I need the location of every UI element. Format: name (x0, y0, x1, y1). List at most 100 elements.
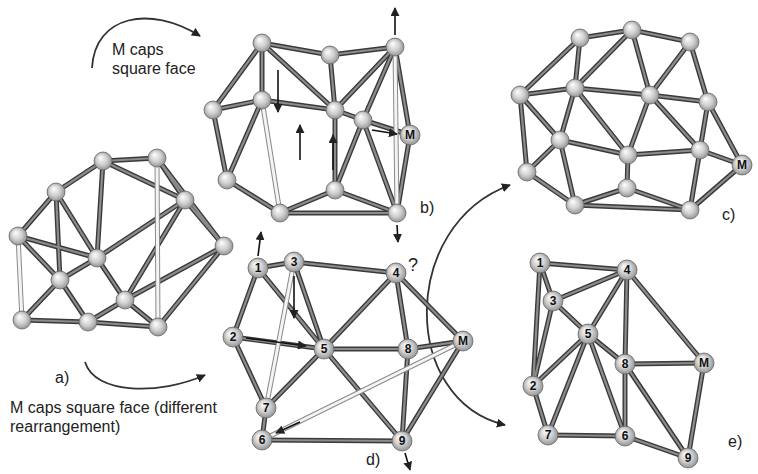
atom-sphere (694, 353, 714, 373)
bond-line (233, 337, 266, 408)
atom-sphere (623, 21, 641, 39)
bond-line (324, 273, 396, 349)
atom-sphere (530, 253, 550, 273)
atom-sphere (116, 291, 134, 309)
motion-arrow (246, 338, 306, 346)
bond-line (213, 110, 227, 180)
bond-line (588, 334, 625, 436)
atom-sphere (641, 86, 659, 104)
atom-sphere (13, 311, 31, 329)
atom-label: 7 (545, 429, 552, 441)
bond-line (628, 95, 650, 155)
bond-line (97, 161, 103, 258)
bond-line (334, 110, 336, 190)
bond-line (158, 246, 224, 327)
atom-label: 3 (550, 295, 557, 307)
bond-line (650, 95, 700, 150)
atom-label: 9 (685, 452, 692, 464)
bond-line (623, 364, 628, 436)
atom-sphere (566, 79, 584, 97)
atom-label: M (458, 335, 468, 347)
cluster-panel (9, 149, 233, 336)
transition-arrow (427, 185, 510, 425)
bond-line (520, 95, 527, 172)
atom-label: 9 (399, 435, 406, 447)
atom-sphere (386, 38, 404, 56)
atom-label: 4 (624, 264, 631, 276)
atom-sphere (615, 426, 635, 446)
atom-sphere (392, 431, 412, 451)
motion-arrow (276, 422, 300, 433)
atom-label: 2 (230, 331, 237, 343)
atom-sphere (223, 327, 243, 347)
atom-sphere (253, 91, 271, 109)
atom-sphere (256, 398, 276, 418)
atom-sphere (88, 249, 106, 267)
panel-label: a) (55, 368, 69, 387)
atom-sphere (543, 291, 563, 311)
bond-line (97, 200, 185, 258)
broken-bond (395, 47, 397, 213)
atom-sphere (149, 318, 167, 336)
bond-line (22, 320, 88, 322)
broken-bond (18, 236, 22, 320)
atom-label: 5 (585, 328, 592, 340)
motion-arrow (293, 276, 295, 318)
bond-line (688, 363, 704, 458)
atom-sphere (566, 196, 584, 214)
atom-sphere (518, 163, 536, 181)
bond-line (632, 30, 650, 95)
atom-label: 1 (255, 262, 262, 274)
motion-arrow (372, 130, 397, 134)
bond-line (628, 150, 700, 155)
atom-label: 5 (321, 343, 328, 355)
bond-line (625, 364, 688, 458)
bond-line (650, 95, 700, 150)
bond-line (88, 322, 158, 327)
bond-line (324, 273, 396, 349)
bond-line (625, 364, 688, 458)
broken-bond (262, 341, 463, 440)
bond-line (280, 212, 397, 214)
motion-arrow (258, 232, 261, 256)
bond-line (628, 95, 650, 155)
atom-sphere (326, 101, 344, 119)
atom-sphere (79, 313, 97, 331)
bond-line (294, 262, 396, 273)
bond-line (56, 192, 60, 280)
atom-label: M (737, 159, 747, 171)
bond-line (625, 270, 627, 364)
atom-sphere (732, 155, 752, 175)
motion-arrow (332, 135, 334, 170)
bond-line (262, 100, 335, 110)
bond-line (324, 347, 408, 352)
bond-line (262, 100, 335, 110)
broken-bond (262, 341, 463, 440)
broken-bond (18, 236, 22, 320)
atom-label: M (699, 357, 709, 369)
bond-line (553, 270, 627, 301)
bond-line (632, 30, 650, 95)
broken-bond (266, 262, 294, 408)
atom-label: 6 (259, 434, 266, 446)
bond-line (158, 246, 224, 327)
bond-line (363, 47, 395, 120)
bond-line (233, 268, 258, 337)
bond-line (575, 205, 690, 210)
panel-label: e) (728, 432, 742, 451)
bond-line (88, 322, 158, 327)
atom-sphere (51, 271, 69, 289)
atom-sphere (47, 183, 65, 201)
bond-line (97, 161, 103, 258)
broken-bond (157, 158, 158, 327)
atom-sphere (252, 430, 272, 450)
bond-line (688, 363, 704, 458)
broken-bond (157, 158, 158, 327)
atom-sphere (271, 204, 289, 222)
bond-line (533, 301, 553, 386)
atom-sphere (386, 263, 406, 283)
bond-line (588, 270, 627, 334)
atom-sphere (571, 29, 589, 47)
bond-line (402, 349, 408, 441)
motion-arrow (397, 225, 398, 242)
